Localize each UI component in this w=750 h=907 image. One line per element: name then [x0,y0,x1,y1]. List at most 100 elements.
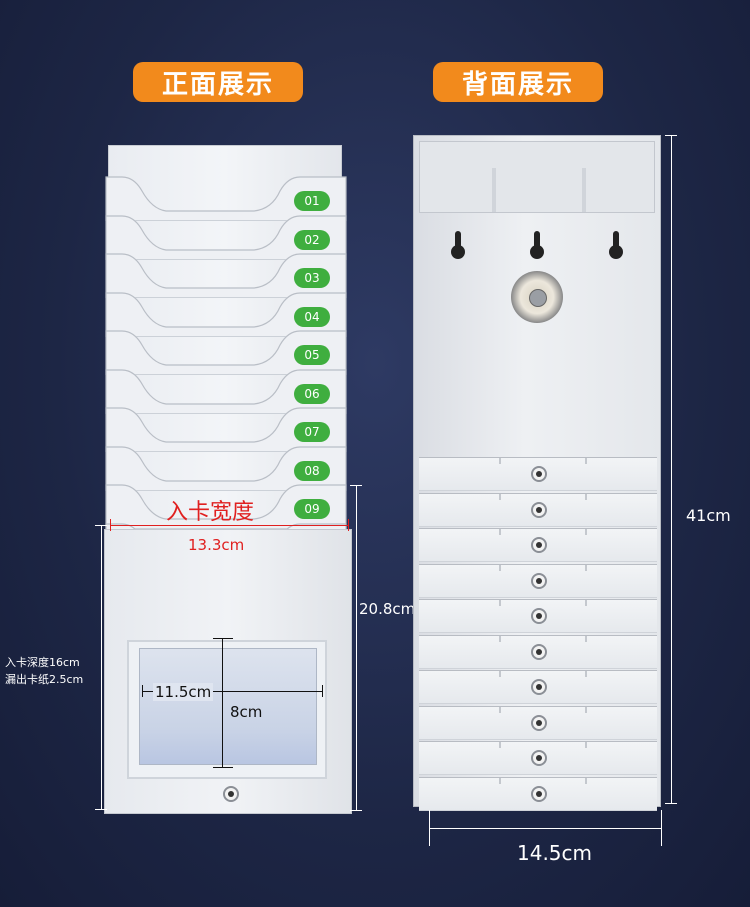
slot-rib [499,742,501,748]
back-slot [419,705,657,740]
slot-rib [499,600,501,606]
rivet-icon [531,572,547,589]
depth-line [101,525,102,810]
back-slot [419,599,657,633]
slot-rib [585,777,587,784]
window-height-cap-bottom [213,767,233,768]
card-pocket: 01 [104,175,348,221]
mount-hole-icon [223,786,239,802]
rivet-icon [531,785,547,802]
card-holder-window [127,640,327,779]
back-width-line [429,828,662,829]
back-width-value: 14.5cm [517,841,593,865]
slot-rib [499,493,501,500]
depth-label-2: 漏出卡纸2.5cm [5,673,84,686]
box-divider [582,168,586,212]
back-card-rack [413,135,663,811]
rivet-icon [531,501,547,518]
card-width-label: 入卡宽度 [166,500,255,525]
slot-rib [585,564,587,571]
slot-rib [585,458,587,464]
keyhole-icon [530,231,544,261]
slot-rib [585,635,587,642]
depth-cap-bottom [95,809,107,810]
back-slot [419,776,657,811]
back-slot [419,670,657,704]
card-pocket: 09 [104,483,348,529]
back-height-value: 41cm [686,506,731,525]
slot-rib [585,529,587,535]
back-slot [419,741,657,775]
back-view-badge: 背面展示 [433,62,603,102]
card-width-cap-right [348,519,349,531]
slot-rib [585,742,587,748]
slot-rib [499,706,501,713]
back-width-cap-right [661,810,662,846]
box-divider [492,168,496,212]
slot-rib [499,635,501,642]
card-pocket: 06 [104,368,348,414]
back-width-cap-left [429,810,430,846]
slot-rib [499,529,501,535]
rivet-icon [531,679,547,695]
slot-number-badge: 09 [294,499,330,519]
slot-number-badge: 04 [294,306,330,327]
lock-icon [511,271,563,323]
card-pocket: 04 [104,291,348,337]
slot-number-badge: 01 [294,191,330,211]
card-width-line [110,525,348,526]
card-pocket: 08 [104,445,348,491]
keyhole-icon [451,231,465,261]
front-card-rack: 01020304050607080910 [104,145,352,814]
rivet-icon [531,750,547,766]
back-height-cap-bottom [665,803,677,804]
window-width-line [142,691,322,692]
back-slot [419,528,657,562]
card-pocket: 07 [104,406,348,452]
slot-rib [585,706,587,713]
back-height-cap-top [665,135,677,136]
rivet-icon [531,643,547,660]
slot-rib [585,600,587,606]
slot-rib [499,671,501,677]
slot-number-badge: 02 [294,229,330,250]
slot-number-badge: 05 [294,345,330,365]
slot-rib [585,671,587,677]
front-height-value: 20.8cm [359,600,416,618]
back-slot [419,457,657,491]
card-pocket: 02 [104,214,348,260]
card-pocket: 05 [104,329,348,375]
card-width-value: 13.3cm [188,536,245,554]
slot-rib [499,777,501,784]
slot-rib [499,564,501,571]
front-view-badge: 正面展示 [133,62,303,102]
slot-rib [499,458,501,464]
slot-number-badge: 06 [294,383,330,404]
top-storage-box [419,141,655,213]
window-width-value: 11.5cm [153,683,214,701]
window-width-cap-left [142,685,143,697]
slot-number-badge: 08 [294,460,330,481]
slot-number-badge: 03 [294,268,330,288]
window-height-line [222,638,223,768]
slot-rib [585,493,587,500]
rivet-icon [531,608,547,624]
back-slot [419,634,657,669]
window-height-value: 8cm [230,703,263,721]
depth-label-1: 入卡深度16cm [5,656,80,669]
rack-lower-panel [104,529,352,814]
back-slot [419,492,657,527]
front-height-cap-top [350,485,362,486]
depth-cap-top [95,525,107,526]
front-height-cap-bottom [350,810,362,811]
keyhole-icon [609,231,623,261]
slot-number-badge: 07 [294,422,330,442]
card-width-cap-left [110,519,111,531]
back-height-line [671,135,672,803]
card-holder-glass [139,648,317,765]
front-height-line [356,485,357,811]
card-pocket: 03 [104,252,348,298]
window-height-cap-top [213,638,233,639]
back-slot [419,563,657,598]
window-width-cap-right [322,685,323,697]
